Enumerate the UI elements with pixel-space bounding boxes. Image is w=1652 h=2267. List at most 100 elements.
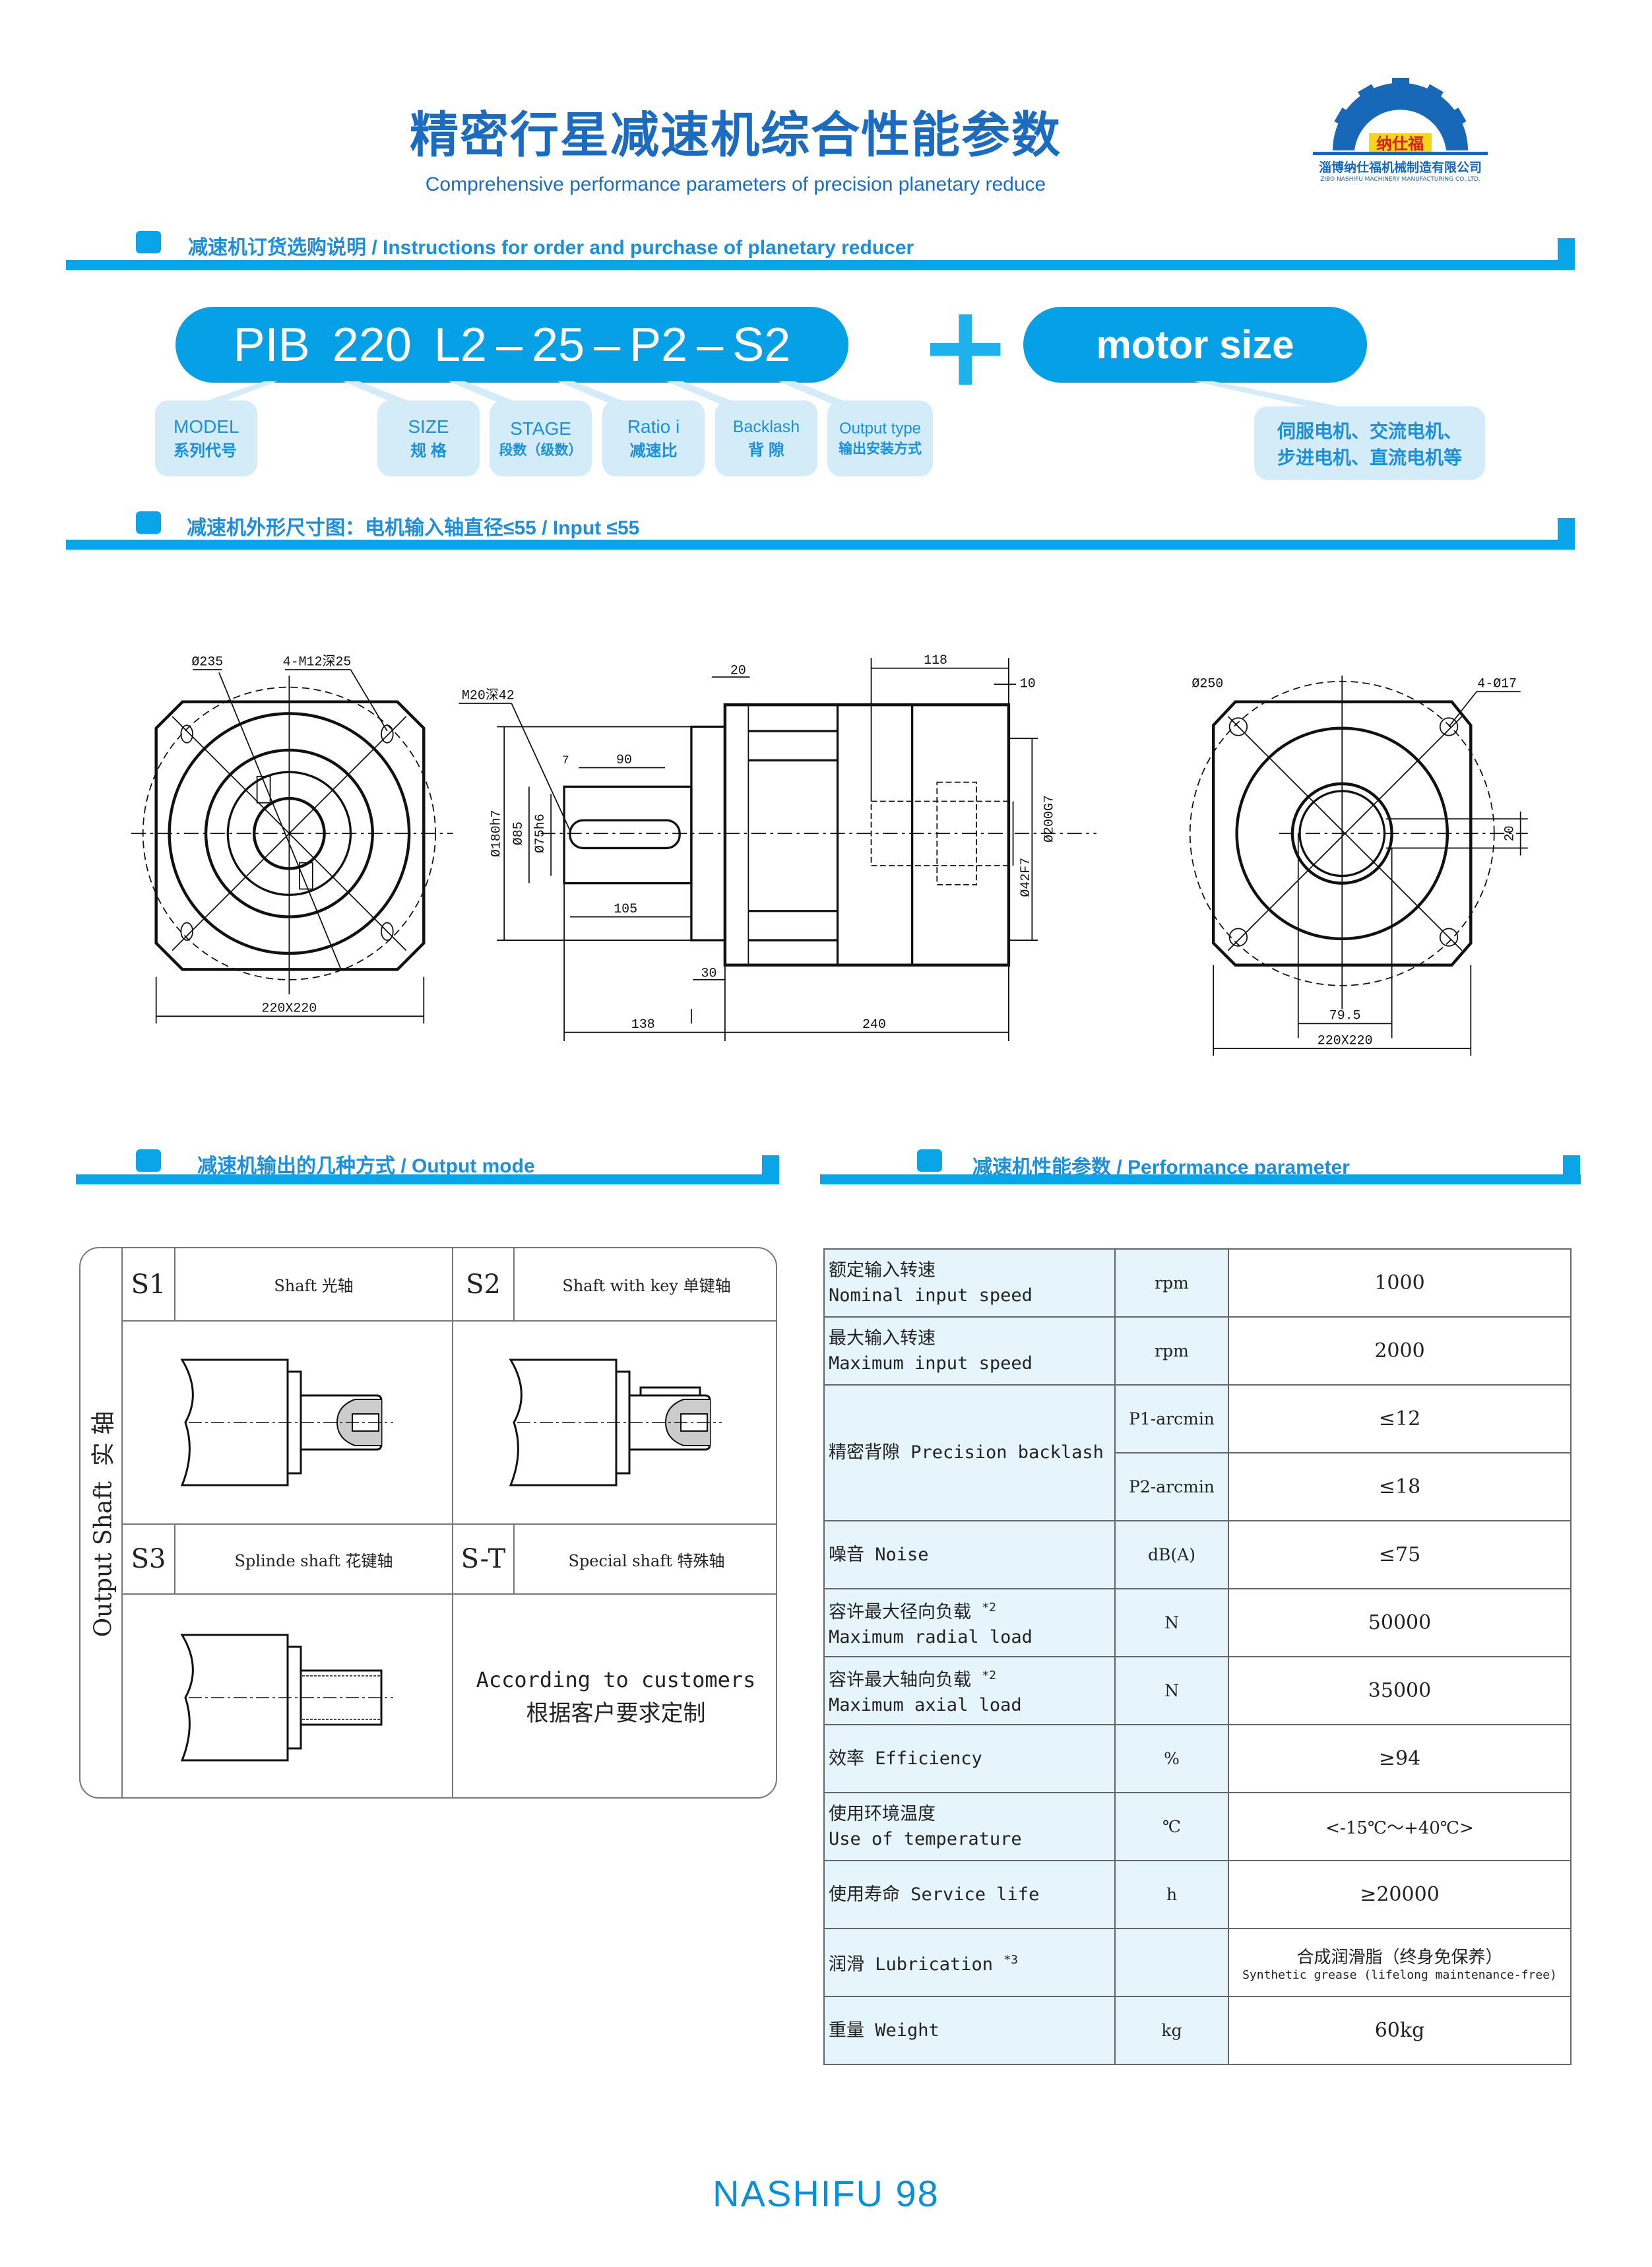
dim-holes: 4-M12深25 xyxy=(283,653,352,669)
side-label-cell: Output Shaft 实 轴 xyxy=(80,1248,123,1797)
dim-d42: Ø42F7 xyxy=(1018,858,1033,897)
code-size: 220 xyxy=(332,318,412,371)
dim-30: 30 xyxy=(701,965,717,980)
dim-105: 105 xyxy=(614,901,637,916)
output-flange-view: 20 79.5 220X220 Ø250 4-Ø17 xyxy=(1189,675,1528,1056)
dim-220x220: 220X220 xyxy=(1318,1033,1373,1048)
name-s2: Shaft with key 单键轴 xyxy=(515,1248,776,1322)
motor-size-pill: motor size xyxy=(1023,307,1367,383)
code-connector-lines xyxy=(198,381,1346,408)
table-row: P2-arcmin≤18 xyxy=(824,1452,1572,1521)
page-title: 精密行星减速机综合性能参数 xyxy=(410,107,1062,164)
section-marker xyxy=(917,1149,942,1172)
code-dash: – xyxy=(697,318,724,371)
code-s2: S2 xyxy=(453,1248,515,1322)
code-stage: L2 xyxy=(433,318,487,371)
dim-d250: Ø250 xyxy=(1191,676,1223,691)
code-dash: – xyxy=(594,318,621,371)
dim-d200: Ø200G7 xyxy=(1041,795,1056,843)
dim-90: 90 xyxy=(616,752,632,767)
code-s3: S3 xyxy=(123,1525,175,1595)
page-footer: NASHIFU 98 xyxy=(713,2173,939,2214)
drawing-s2 xyxy=(453,1322,776,1525)
section-divider-tab xyxy=(762,1155,779,1184)
motor-size-label: motor size xyxy=(1096,323,1294,367)
name-s1: Shaft 光轴 xyxy=(175,1248,453,1322)
dim-20: 20 xyxy=(730,663,746,678)
dim-d85: Ø85 xyxy=(511,821,526,845)
section-title-dimensions: 减速机外形尺寸图：电机输入轴直径≤55 / Input ≤55 xyxy=(187,517,640,539)
dim-d75: Ø75h6 xyxy=(532,814,548,853)
dim-thread: M20深42 xyxy=(462,687,515,703)
section-divider-tab xyxy=(1563,1155,1580,1184)
output-shaft-table: Output Shaft 实 轴 S1 Shaft 光轴 S2 Shaft wi… xyxy=(79,1247,777,1799)
side-label: Output Shaft 实 轴 xyxy=(90,1411,117,1638)
motor-type-label: 伺服电机、交流电机、步进电机、直流电机等 xyxy=(1254,406,1485,480)
dim-240: 240 xyxy=(862,1017,886,1032)
dim-7: 7 xyxy=(562,754,569,767)
custom-shaft-cell: According to customers 根据客户要求定制 xyxy=(453,1595,776,1797)
dim-138: 138 xyxy=(631,1017,655,1032)
section-divider xyxy=(76,1174,779,1184)
section-title-output-mode: 减速机输出的几种方式 / Output mode xyxy=(197,1155,535,1177)
code-dash: – xyxy=(495,318,523,371)
logo-company-cn: 淄博纳仕福机械制造有限公司 xyxy=(1318,160,1482,175)
keyed-shaft-icon xyxy=(508,1358,722,1486)
code-model: PIB xyxy=(233,318,310,371)
gear-logo-icon: 纳仕福 xyxy=(1313,78,1488,155)
company-logo: 纳仕福 淄博纳仕福机械制造有限公司 ZIBO NASHIFU MACHINERY… xyxy=(1306,78,1494,193)
name-s3: Splinde shaft 花键轴 xyxy=(175,1525,453,1595)
dim-d235: Ø235 xyxy=(191,654,223,669)
section-title-order: 减速机订货选购说明 / Instructions for order and p… xyxy=(188,237,914,259)
dim-220x220: 220X220 xyxy=(261,1001,317,1016)
dim-holes: 4-Ø17 xyxy=(1477,676,1517,691)
dim-20: 20 xyxy=(1502,825,1517,841)
dim-10: 10 xyxy=(1020,676,1036,691)
table-row: 效率 Efficiency%≥94 xyxy=(823,1724,1572,1793)
drawing-s1 xyxy=(123,1322,453,1525)
custom-shaft-cn: 根据客户要求定制 xyxy=(526,1700,706,1727)
side-view: 138 240 105 90 7 20 118 10 30 Ø180h7 Ø85… xyxy=(459,653,1096,1041)
section-marker xyxy=(136,511,161,534)
section-divider xyxy=(66,260,1575,270)
code-ratio: 25 xyxy=(532,318,585,371)
section-divider-tab xyxy=(1558,518,1575,550)
code-output: S2 xyxy=(732,318,791,371)
page-subtitle: Comprehensive performance parameters of … xyxy=(425,174,1046,195)
code-backlash: P2 xyxy=(629,318,688,371)
dimension-drawings: 220X220 Ø235 4-M12深25 138 240 105 90 7 2… xyxy=(131,653,1528,1056)
drawing-s3 xyxy=(123,1595,453,1797)
section-marker xyxy=(136,231,161,253)
name-st: Special shaft 特殊轴 xyxy=(515,1525,776,1595)
logo-brand: 纳仕福 xyxy=(1376,135,1424,153)
code-st: S-T xyxy=(453,1525,515,1595)
logo-company-en: ZIBO NASHIFU MACHINERY MANUFACTURING CO.… xyxy=(1320,176,1480,183)
code-s1: S1 xyxy=(123,1248,175,1322)
order-code-pill: PIB 220 L2 – 25 – P2 – S2 xyxy=(175,307,848,383)
input-flange-view: 220X220 Ø235 4-M12深25 xyxy=(131,653,453,1024)
dim-d180: Ø180h7 xyxy=(489,810,504,857)
section-divider xyxy=(66,540,1575,550)
custom-shaft-en: According to customers xyxy=(476,1667,756,1692)
dim-118: 118 xyxy=(924,653,947,668)
section-divider xyxy=(820,1174,1581,1184)
dim-79-5: 79.5 xyxy=(1329,1008,1361,1023)
spline-shaft-icon xyxy=(179,1634,393,1761)
